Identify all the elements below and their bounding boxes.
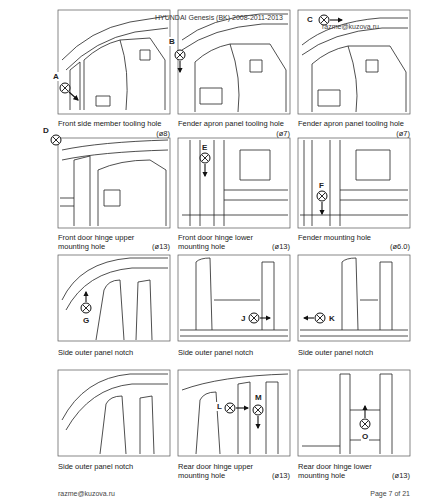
panel-caption: Fender mounting hole xyxy=(298,233,398,242)
callout-letter: G xyxy=(82,316,90,325)
callout-letter: A xyxy=(52,72,60,81)
page-title: HYUNDAI Genesis (BK) 2008-2011-2013 xyxy=(155,13,283,22)
panel-caption: Front door hinge upper mounting hole xyxy=(58,233,138,251)
callout-letter: J xyxy=(240,314,246,323)
footer-text: razme@kuzova.ru xyxy=(58,489,115,498)
hole-diameter: (ø13) xyxy=(380,471,410,480)
panel-caption: Fender apron panel tooling hole xyxy=(178,119,290,128)
footer-text: razme@kuzova.ru xyxy=(322,22,379,31)
panel-caption: Front side member tooling hole xyxy=(58,119,170,128)
panel-caption: Side outer panel notch xyxy=(298,348,410,357)
hole-diameter: (ø13) xyxy=(260,242,290,251)
panel-caption: Fender apron panel tooling hole xyxy=(298,119,410,128)
callout-letter: D xyxy=(42,126,50,135)
panel-caption: Side outer panel notch xyxy=(58,462,170,471)
panel-caption: Front door hinge lower mounting hole xyxy=(178,233,258,251)
callout-letter: L xyxy=(216,402,223,411)
panel-caption: Side outer panel notch xyxy=(58,348,170,357)
hole-diameter: (ø8) xyxy=(140,129,170,138)
callout-letter: C xyxy=(306,15,314,24)
callout-letter: B xyxy=(168,37,176,46)
callout-letter: O xyxy=(361,432,369,441)
hole-diameter: (ø13) xyxy=(260,471,290,480)
callout-letter: E xyxy=(201,143,208,152)
footer-text: Page 7 of 21 xyxy=(300,489,410,498)
panel-caption: Rear door hinge lower mounting hole xyxy=(298,462,382,480)
hole-diameter: (ø6.0) xyxy=(380,242,410,251)
hole-diameter: (ø7) xyxy=(260,129,290,138)
hole-diameter: (ø7) xyxy=(380,129,410,138)
callout-letter: K xyxy=(328,314,336,323)
panel-caption: Side outer panel notch xyxy=(178,348,290,357)
hole-diameter: (ø13) xyxy=(140,242,170,251)
callout-letter: F xyxy=(318,181,325,190)
callout-letter: M xyxy=(254,393,263,402)
panel-caption: Rear door hinge upper mounting hole xyxy=(178,462,258,480)
